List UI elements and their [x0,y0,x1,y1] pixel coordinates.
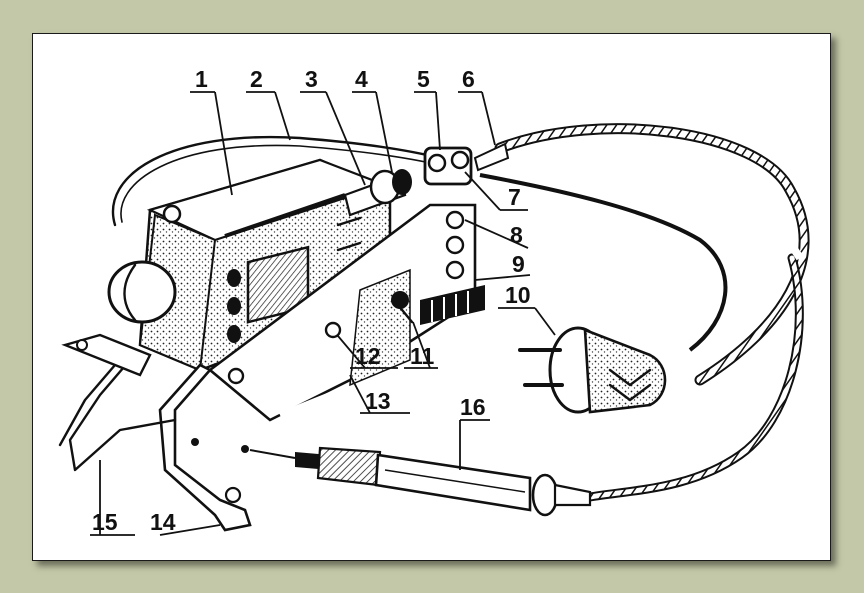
main-cable [494,123,810,386]
callout-3: 3 [305,66,318,92]
callout-13: 13 [365,388,391,414]
callout-4: 4 [355,66,368,92]
mains-plug [518,326,667,414]
base-leg [158,363,252,532]
callout-11: 11 [410,343,435,369]
soldering-iron [241,445,592,517]
callout-7: 7 [508,184,521,210]
callout-6: 6 [462,66,475,92]
callout-1: 1 [195,66,208,92]
leader-lines [90,91,556,536]
mounting-plate [207,203,485,422]
callout-10: 10 [505,282,531,308]
callout-9: 9 [512,251,525,277]
adjustment-knob [107,260,177,324]
shaft-connector [343,169,412,217]
terminal-block [423,142,510,186]
callout-8: 8 [510,222,523,248]
callout-15: 15 [92,509,118,535]
callout-16: 16 [460,394,486,420]
callout-5: 5 [417,66,430,92]
callout-12: 12 [355,343,381,369]
callout-2: 2 [250,66,263,92]
callout-14: 14 [150,509,176,535]
thin-cord [111,135,442,227]
wire-stand [68,358,177,472]
